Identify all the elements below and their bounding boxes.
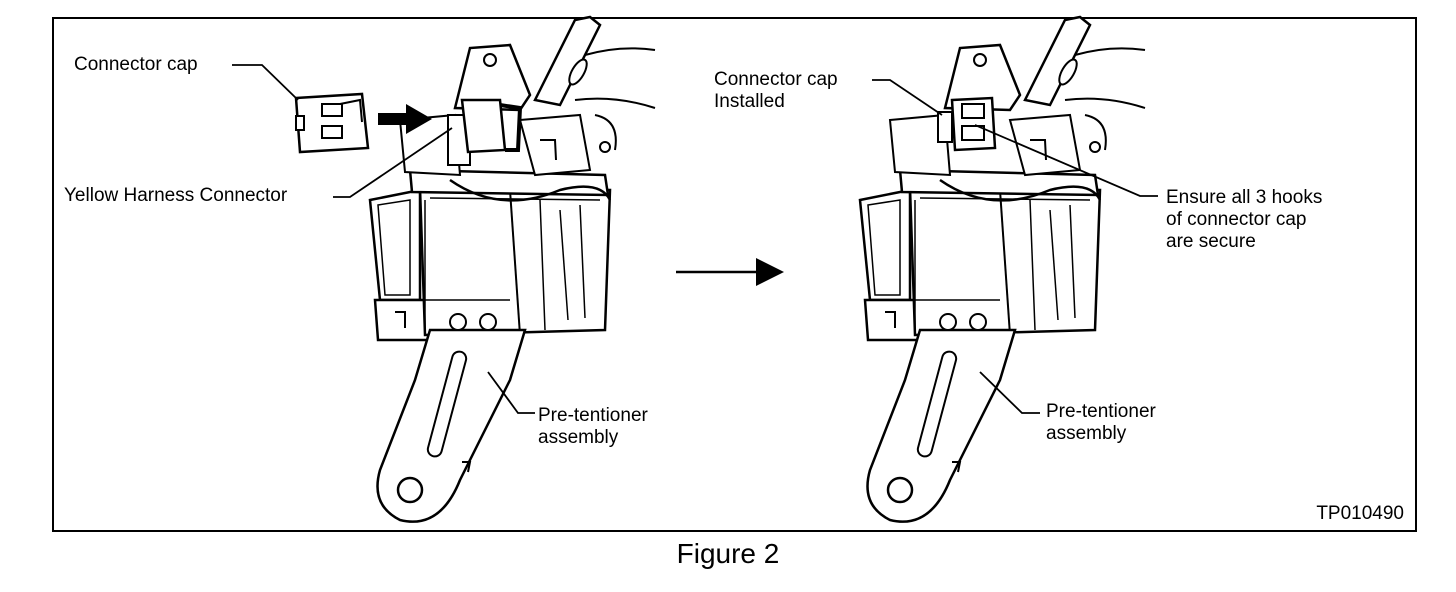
hooks-note-line1: Ensure all 3 hooks bbox=[1166, 187, 1323, 208]
pretensioner-assembly-right bbox=[858, 15, 1147, 523]
pretensioner-label-left-line1: Pre-tentioner bbox=[538, 405, 648, 426]
figure-code: TP010490 bbox=[1316, 503, 1404, 524]
yellow-harness-connector-drawing bbox=[447, 98, 523, 166]
pretensioner-label-right-line1: Pre-tentioner bbox=[1046, 401, 1156, 422]
pretensioner-label-left-line2: assembly bbox=[538, 427, 619, 448]
hooks-note-line2: of connector cap bbox=[1166, 209, 1307, 230]
installed-connector-cap-drawing bbox=[937, 96, 997, 152]
yellow-harness-connector-label: Yellow Harness Connector bbox=[64, 185, 288, 206]
figure-frame bbox=[52, 17, 1417, 532]
transition-arrow-icon bbox=[676, 258, 784, 286]
leader-lines bbox=[232, 64, 1158, 414]
figure-caption: Figure 2 bbox=[676, 538, 780, 569]
insert-arrow-icon bbox=[378, 104, 432, 134]
pretensioner-label-right-line2: assembly bbox=[1046, 423, 1127, 444]
connector-cap-label: Connector cap bbox=[74, 54, 198, 75]
connector-cap-installed-label-line1: Connector cap bbox=[714, 69, 838, 90]
connector-cap-drawing bbox=[294, 92, 370, 154]
hooks-note-line3: are secure bbox=[1166, 231, 1256, 252]
connector-cap-installed-label-line2: Installed bbox=[714, 91, 785, 112]
